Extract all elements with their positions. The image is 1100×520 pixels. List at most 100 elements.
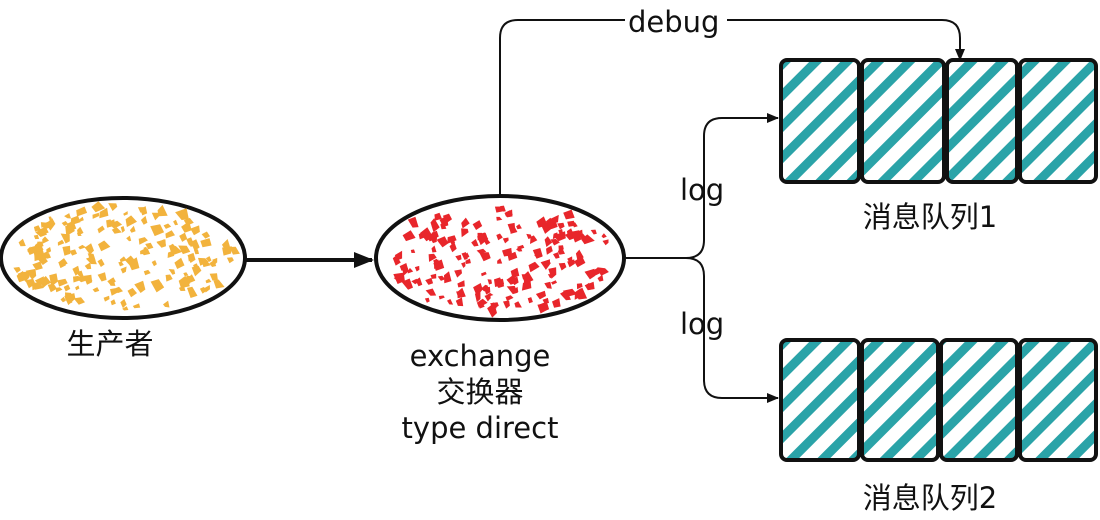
speckle-dot — [127, 287, 137, 298]
speckle-dot — [86, 278, 93, 283]
speckle-dot — [449, 242, 457, 253]
speckle-dot — [496, 216, 503, 221]
speckle-dot — [16, 271, 29, 283]
speckle-dot — [62, 245, 71, 256]
speckle-dot — [205, 278, 212, 284]
speckle-dot — [173, 219, 178, 226]
speckle-dot — [57, 239, 65, 246]
speckle-dot — [193, 249, 199, 255]
speckle-dot — [576, 283, 583, 290]
speckle-dot — [165, 230, 175, 239]
speckle-dot — [191, 265, 202, 277]
speckle-dot — [513, 286, 519, 293]
speckle-dot — [424, 297, 430, 303]
speckle-dot — [151, 260, 157, 267]
speckle-dot — [447, 299, 454, 305]
speckle-dot — [401, 278, 413, 290]
speckle-dot — [170, 243, 177, 252]
speckle-dot — [35, 228, 48, 237]
speckle-dot — [438, 295, 445, 300]
speckle-dot — [123, 211, 128, 216]
speckle-dot — [97, 272, 107, 282]
speckle-dot — [521, 280, 532, 291]
speckle-dot — [526, 233, 532, 239]
speckle-dot — [91, 201, 106, 213]
speckle-dot — [551, 280, 557, 285]
speckle-dot — [523, 271, 534, 285]
speckle-dot — [502, 237, 509, 244]
speckle-dot — [473, 283, 483, 297]
speckle-dot — [472, 220, 483, 230]
speckle-dot — [563, 209, 575, 220]
speckle-dot — [78, 244, 86, 250]
speckle-dot — [75, 285, 80, 291]
speckle-dot — [118, 261, 124, 267]
speckle-dot — [18, 238, 26, 247]
speckle-dot — [174, 257, 185, 269]
speckle-dot — [212, 257, 218, 266]
speckle-dot — [163, 300, 170, 308]
speckle-dot — [557, 248, 565, 255]
speckle-dot — [85, 255, 97, 265]
speckle-dot — [454, 269, 462, 278]
speckle-dot — [571, 230, 582, 243]
speckle-dot — [502, 247, 512, 257]
speckle-dot — [188, 255, 194, 262]
speckle-dot — [156, 239, 166, 248]
speckle-dot — [465, 258, 471, 264]
debug-edge-label: debug — [628, 5, 720, 39]
speckle-dot — [587, 285, 594, 290]
speckle-dot — [111, 227, 122, 234]
speckle-dot — [84, 262, 92, 270]
queue-2-label: 消息队列2 — [862, 481, 998, 515]
speckle-dot — [79, 216, 84, 222]
producer-dots — [13, 201, 240, 311]
speckle-dot — [544, 236, 553, 247]
speckle-dot — [461, 261, 466, 268]
speckle-dot — [597, 274, 604, 282]
speckle-dot — [132, 303, 141, 309]
speckle-dot — [590, 229, 597, 235]
speckle-dot — [516, 246, 523, 252]
queue-2-cell — [860, 338, 940, 462]
speckle-dot — [558, 262, 567, 271]
speckle-dot — [553, 252, 560, 259]
speckle-dot — [484, 285, 490, 291]
speckle-dot — [438, 238, 445, 244]
speckle-dot — [479, 303, 485, 309]
exchange-label-line2: 交换器 — [436, 375, 524, 409]
speckle-dot — [63, 284, 71, 292]
speckle-dot — [407, 216, 419, 228]
speckle-dot — [591, 267, 600, 277]
speckle-dot — [60, 233, 70, 244]
speckle-dot — [550, 239, 560, 246]
speckle-dot — [500, 205, 506, 212]
speckle-dot — [125, 215, 137, 228]
speckle-dot — [98, 240, 111, 252]
speckle-dot — [145, 242, 154, 250]
speckle-dot — [490, 302, 497, 310]
speckle-dot — [392, 255, 401, 266]
producer-label: 生产者 — [66, 327, 154, 361]
speckle-dot — [57, 278, 68, 287]
speckle-dot — [442, 213, 452, 224]
speckle-dot — [402, 266, 409, 276]
speckle-dot — [183, 217, 194, 226]
speckle-dot — [602, 239, 609, 246]
queue-1-label: 消息队列1 — [862, 200, 998, 234]
speckle-dot — [507, 222, 516, 232]
speckle-dot — [536, 216, 548, 228]
speckle-dot — [178, 285, 186, 291]
speckle-dot — [143, 269, 151, 276]
speckle-dot — [13, 267, 21, 273]
speckle-dot — [84, 243, 94, 255]
log-edge-label-upper: log — [680, 173, 725, 207]
speckle-dot — [76, 274, 87, 283]
speckle-dot — [229, 246, 240, 255]
speckle-dot — [25, 278, 36, 289]
speckle-dot — [49, 273, 58, 287]
speckle-dot — [476, 248, 487, 254]
speckle-dot — [545, 217, 555, 229]
speckle-dot — [494, 277, 504, 287]
speckle-dot — [505, 209, 513, 218]
